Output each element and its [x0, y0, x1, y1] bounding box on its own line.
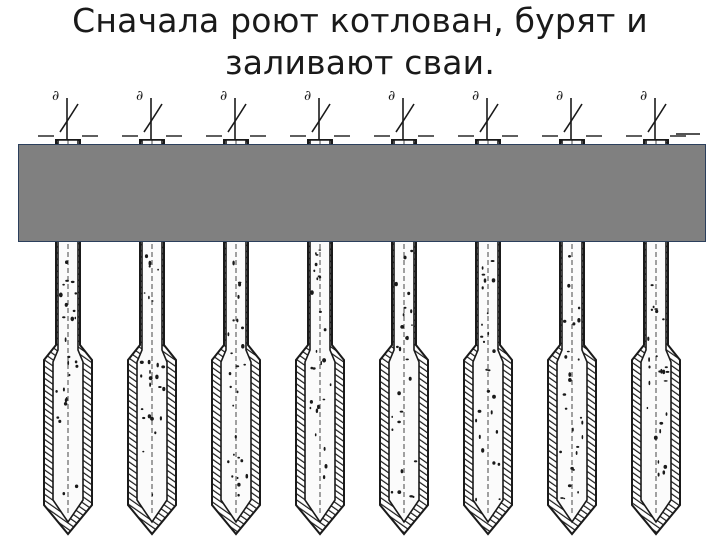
pile-marker-label: ∂ — [304, 88, 311, 104]
pile-marker-label: ∂ — [640, 88, 647, 104]
pile-marker-label: ∂ — [52, 88, 59, 104]
pile-marker-label: ∂ — [136, 88, 143, 104]
title-line-2: заливают сваи. — [224, 43, 496, 82]
pile-marker-label: ∂ — [556, 88, 563, 104]
overlay-rectangle — [18, 144, 706, 242]
pile-marker-label: ∂ — [472, 88, 479, 104]
pile-marker-label: ∂ — [388, 88, 395, 104]
title-line-1: Сначала роют котлован, бурят и — [72, 1, 648, 40]
slide-title: Сначала роют котлован, бурят и заливают … — [0, 0, 720, 84]
pile-marker-label: ∂ — [220, 88, 227, 104]
